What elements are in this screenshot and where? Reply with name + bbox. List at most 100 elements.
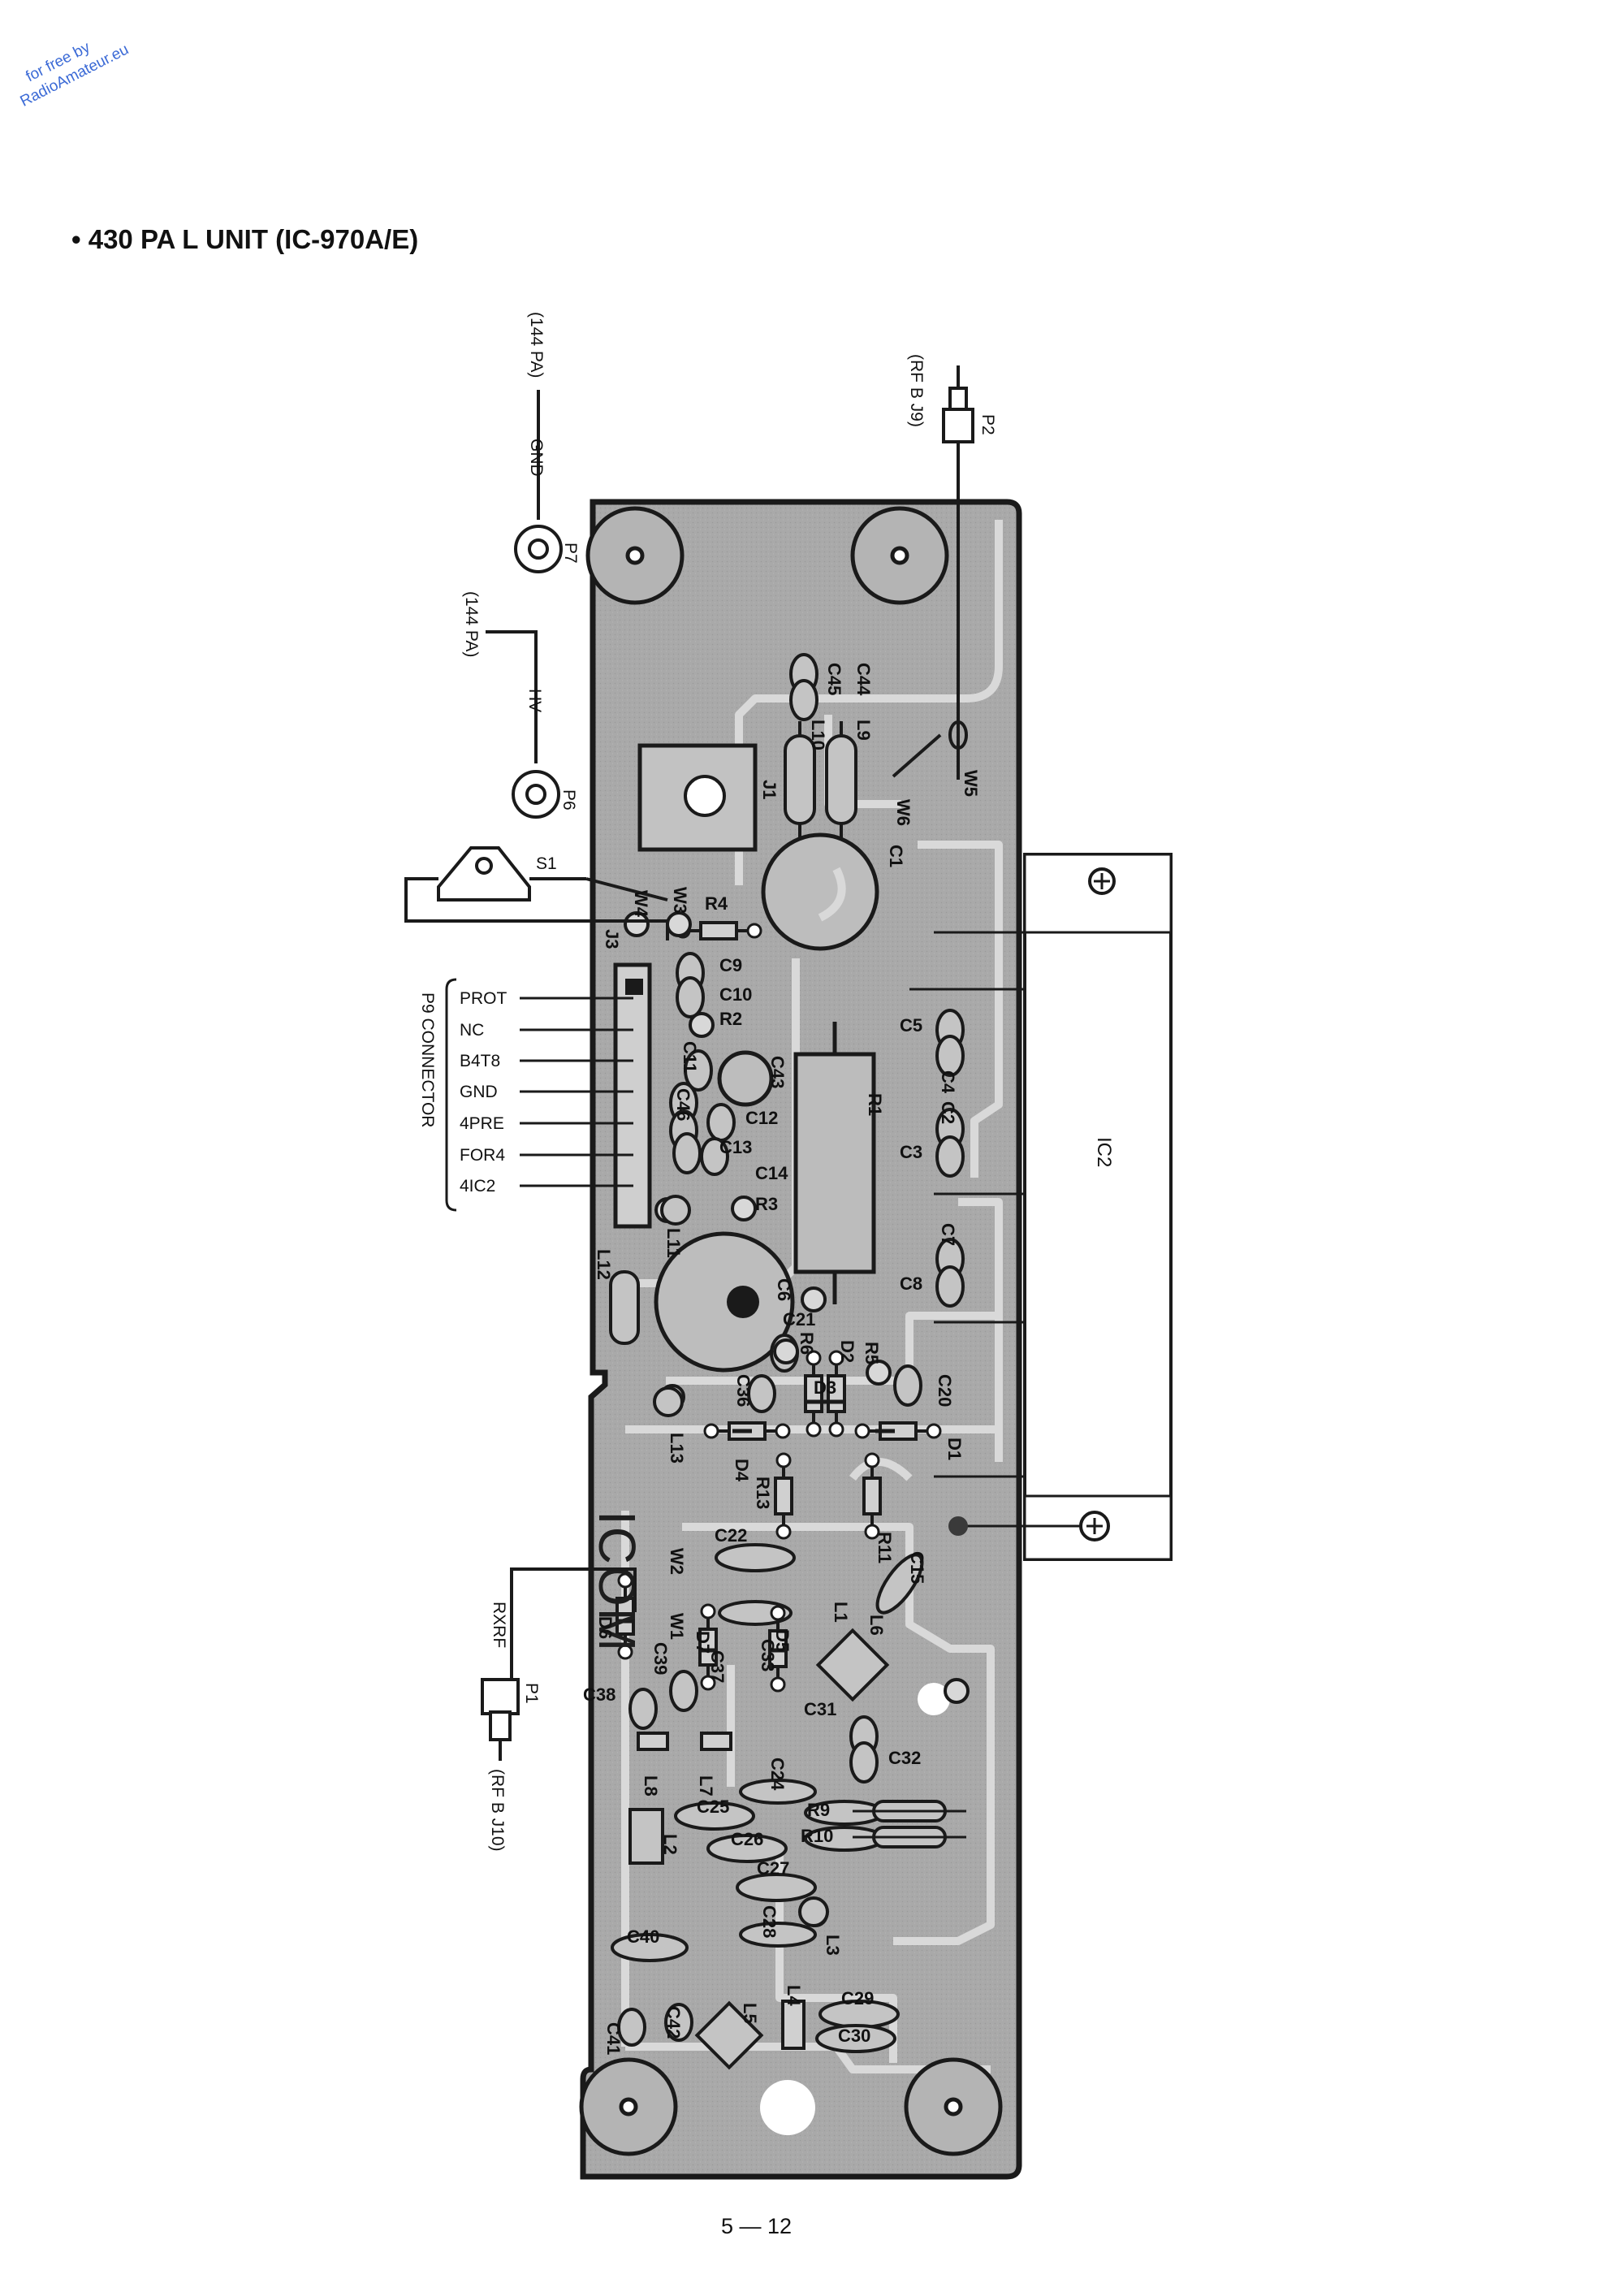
component-label-c14: C14 — [755, 1163, 788, 1183]
component-label-l13: L13 — [667, 1433, 687, 1464]
component-label-c10: C10 — [719, 984, 752, 1005]
solder-pad — [801, 1286, 827, 1312]
capacitor-body — [628, 1688, 658, 1730]
p9-label: P9 CONNECTOR — [418, 992, 437, 1127]
component-label-d1: D1 — [944, 1438, 965, 1460]
component-label-j1: J1 — [759, 780, 780, 799]
p9-pin-label: B4T8 — [460, 1052, 500, 1070]
capacitor-body — [789, 679, 818, 721]
component-label-c1: C1 — [886, 845, 906, 867]
component-label-c21: C21 — [783, 1309, 815, 1330]
resistor-body — [862, 1477, 882, 1516]
p9-pin-label: 4PRE — [460, 1114, 504, 1133]
coil-l1 — [815, 1628, 890, 1702]
component-label-r4: R4 — [705, 893, 728, 914]
component-label-c26: C26 — [731, 1829, 763, 1849]
component-label-l4: L4 — [784, 1985, 804, 2006]
p9-pin-label: NC — [460, 1021, 484, 1040]
component-label-w2: W2 — [667, 1548, 687, 1575]
coil-pad — [660, 1195, 691, 1226]
solder-pad — [944, 1678, 970, 1704]
solder-pad — [624, 911, 650, 937]
inductor-l12 — [609, 1270, 640, 1345]
capacitor-body — [611, 1933, 689, 1962]
component-label-c31: C31 — [804, 1699, 836, 1719]
capacitor-body — [893, 1364, 922, 1407]
p1-label: P1 — [522, 1683, 541, 1704]
solder-pad — [689, 1012, 715, 1038]
p1-rxrf-connector — [481, 1567, 637, 1761]
component-label-d3: D3 — [814, 1377, 836, 1398]
component-label-c39: C39 — [650, 1642, 671, 1675]
capacitor-body — [935, 1135, 965, 1178]
component-label-l6: L6 — [866, 1615, 887, 1636]
capacitor-body — [849, 1741, 879, 1784]
p7-net: GND — [527, 439, 546, 477]
solder-pad — [866, 1360, 892, 1386]
component-label-c22: C22 — [715, 1525, 747, 1546]
component-label-j3: J3 — [602, 929, 622, 949]
component-label-c7: C7 — [938, 1223, 958, 1246]
component-label-c3: C3 — [900, 1142, 922, 1162]
page-title: • 430 PA L UNIT (IC-970A/E) — [71, 224, 418, 254]
capacitor-body — [747, 1374, 776, 1413]
component-label-l2: L2 — [660, 1834, 680, 1855]
component-label-w5: W5 — [961, 770, 981, 797]
p2-label: P2 — [978, 414, 997, 435]
capacitor-body — [706, 1103, 736, 1142]
component-label-l11: L11 — [663, 1228, 684, 1258]
component-label-l3: L3 — [823, 1935, 843, 1956]
capacitor-body — [739, 1922, 817, 1948]
coil-l7 — [700, 1732, 732, 1751]
component-label-w6: W6 — [893, 799, 914, 826]
component-label-d7: D7 — [693, 1631, 713, 1654]
component-label-c12: C12 — [745, 1108, 778, 1128]
inductor-body — [825, 734, 857, 825]
component-label-w3: W3 — [670, 887, 690, 914]
component-label-c43: C43 — [767, 1056, 788, 1088]
p2-rf-connector — [892, 365, 974, 780]
watermark: for free by RadioAmateur.eu — [18, 39, 132, 110]
capacitor-body — [676, 976, 705, 1018]
capacitor-body — [935, 1265, 965, 1308]
solder-pad — [773, 1338, 799, 1364]
component-label-r3: R3 — [755, 1194, 778, 1214]
p6-net: HV — [525, 689, 544, 712]
component-label-l7: L7 — [696, 1775, 716, 1797]
p6-hv-lug — [486, 630, 560, 819]
component-label-r5: R5 — [862, 1342, 882, 1364]
capacitor-body — [664, 2003, 693, 2042]
component-label-r11: R11 — [875, 1532, 895, 1563]
p7-gnd-lug — [514, 390, 563, 573]
p2-dest: (RF B J9) — [907, 354, 926, 427]
component-label-c20: C20 — [935, 1374, 955, 1407]
page-number: 5 — 12 — [721, 2214, 792, 2238]
p6-label: P6 — [559, 789, 578, 811]
component-label-c4: C4 — [938, 1070, 958, 1094]
component-label-c36: C36 — [733, 1374, 754, 1407]
capacitor-body — [672, 1132, 702, 1174]
component-label-c46: C46 — [673, 1088, 693, 1121]
component-label-r2: R2 — [719, 1009, 742, 1029]
component-label-d5: D5 — [772, 1629, 793, 1652]
p9-pin-label: FOR4 — [460, 1146, 505, 1165]
capacitor-body — [700, 1137, 729, 1176]
solder-pad — [666, 911, 692, 937]
component-label-c33: C33 — [758, 1639, 778, 1671]
component-label-c8: C8 — [900, 1273, 922, 1294]
coil-pad — [653, 1386, 684, 1417]
component-label-c41: C41 — [603, 2022, 624, 2055]
component-label-c6: C6 — [774, 1278, 794, 1301]
capacitor-body — [736, 1873, 817, 1902]
solder-pad — [731, 1196, 757, 1222]
s1-switch — [404, 846, 669, 940]
component-label-c13: C13 — [719, 1137, 752, 1157]
component-label-r9: R9 — [807, 1800, 830, 1820]
small-parts-group — [609, 721, 970, 2070]
component-c1 — [761, 832, 879, 951]
component-r1 — [793, 1022, 876, 1304]
